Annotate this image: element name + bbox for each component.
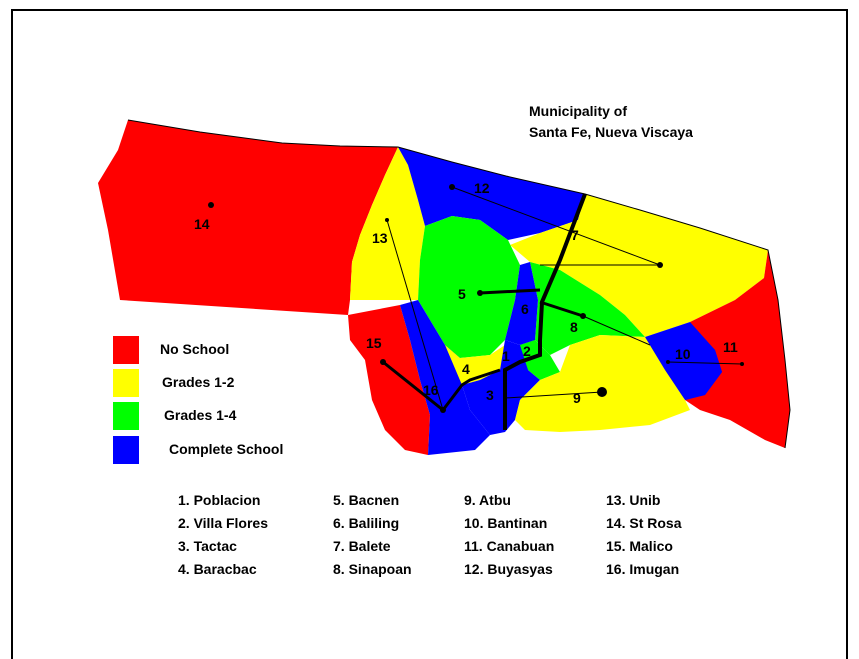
region-tactac (462, 370, 540, 435)
map-title-line1: Municipality of (529, 103, 627, 119)
legend-swatch-grades-1-4 (113, 402, 139, 430)
barangay-11: 11. Canabuan (464, 538, 555, 554)
region-bantinan-2 (645, 322, 722, 400)
barangay-14: 14. St Rosa (606, 515, 682, 531)
region-canabuan (685, 250, 790, 448)
region-unib (350, 147, 425, 300)
barangay-3: 3. Tactac (178, 538, 237, 554)
region-st-rosa (98, 120, 398, 315)
region-bacnen (418, 216, 520, 358)
barangay-13: 13. Unib (606, 492, 661, 508)
map-label-15: 15 (366, 335, 382, 351)
map-label-9: 9 (573, 390, 581, 406)
map-title-line2: Santa Fe, Nueva Viscaya (529, 124, 693, 140)
region-atbu (515, 335, 690, 432)
barangay-9: 9. Atbu (464, 492, 511, 508)
map-title: Municipality of Santa Fe, Nueva Viscaya (529, 101, 693, 143)
barangay-7: 7. Balete (333, 538, 391, 554)
map-label-13: 13 (372, 230, 388, 246)
map-label-10: 10 (675, 346, 691, 362)
region-villa-flores (520, 340, 560, 380)
map-label-1: 1 (502, 348, 510, 364)
map-label-11: 11 (723, 339, 738, 355)
barangay-15: 15. Malico (606, 538, 673, 554)
barangay-5: 5. Bacnen (333, 492, 400, 508)
barangay-16: 16. Imugan (606, 561, 680, 577)
legend-label-complete-school: Complete School (169, 441, 284, 457)
barangay-8: 8. Sinapoan (333, 561, 412, 577)
map-label-14: 14 (194, 216, 210, 232)
barangay-1: 1. Poblacion (178, 492, 261, 508)
map-label-16: 16 (423, 382, 439, 398)
barangay-2: 2. Villa Flores (178, 515, 269, 531)
map-label-5: 5 (458, 286, 466, 302)
map-label-2: 2 (523, 343, 531, 359)
region-baliling (505, 262, 538, 345)
legend-label-grades-1-4: Grades 1-4 (164, 407, 237, 423)
legend-label-grades-1-2: Grades 1-2 (162, 374, 235, 390)
map-label-7: 7 (571, 227, 579, 243)
map-label-12: 12 (474, 180, 490, 196)
barangay-12: 12. Buyasyas (464, 561, 553, 577)
barangay-10: 10. Bantinan (464, 515, 548, 531)
legend-swatch-grades-1-2 (113, 369, 139, 397)
legend-swatch-no-school (113, 336, 139, 364)
region-sinapoan (530, 262, 645, 355)
region-malico (348, 305, 430, 455)
map-label-3: 3 (486, 387, 494, 403)
map-label-8: 8 (570, 319, 578, 335)
barangay-4: 4. Baracbac (178, 561, 257, 577)
barangay-6: 6. Baliling (333, 515, 400, 531)
legend-label-no-school: No School (160, 341, 230, 357)
map-label-4: 4 (462, 361, 470, 377)
legend-swatch-complete-school (113, 436, 139, 464)
map-label-6: 6 (521, 301, 529, 317)
region-buyasyas (398, 147, 585, 240)
